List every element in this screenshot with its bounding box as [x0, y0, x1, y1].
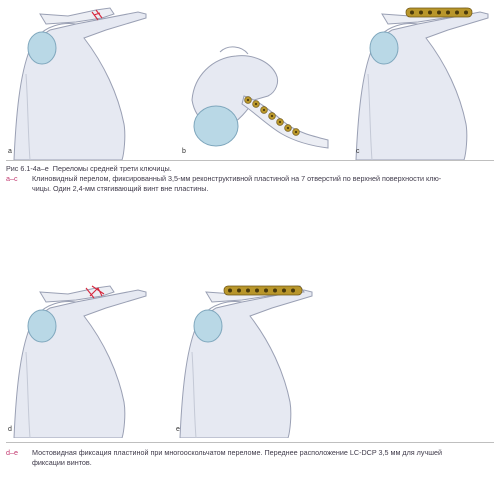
caption-ac-line2: чицы. Один 2,4-мм стягивающий винт вне п…: [32, 184, 209, 193]
caption-range-ac: а–с: [6, 174, 18, 183]
caption-de-line1: Мостовидная фиксация пластиной при много…: [32, 448, 442, 457]
divider-top: [6, 160, 494, 161]
figure-title: Переломы средней трети ключицы.: [52, 164, 172, 173]
caption-de-line2: фиксации винтов.: [32, 458, 92, 467]
panel-label-e: e: [176, 426, 180, 433]
illustration-d: d: [6, 282, 156, 438]
divider-bottom: [6, 442, 494, 443]
panel-label-c: c: [356, 148, 360, 155]
panel-label-b: b: [182, 148, 186, 155]
panel-label-d: d: [8, 426, 12, 433]
illustration-c: c: [348, 4, 498, 160]
panel-label-a: a: [8, 148, 12, 155]
illustration-a: a: [6, 4, 156, 160]
figure-reference: Рис 6.1-4а–е: [6, 164, 49, 173]
illustration-e: e: [172, 282, 322, 438]
caption-ac-line1: Клиновидный перелом, фиксированный 3,5-м…: [32, 174, 442, 183]
caption-bottom: d–e Мостовидная фиксация пластиной при м…: [6, 448, 496, 474]
illustration-b: b: [172, 40, 332, 160]
caption-top: Рис 6.1-4а–е Переломы средней трети ключ…: [6, 164, 496, 198]
caption-range-de: d–e: [6, 448, 18, 457]
